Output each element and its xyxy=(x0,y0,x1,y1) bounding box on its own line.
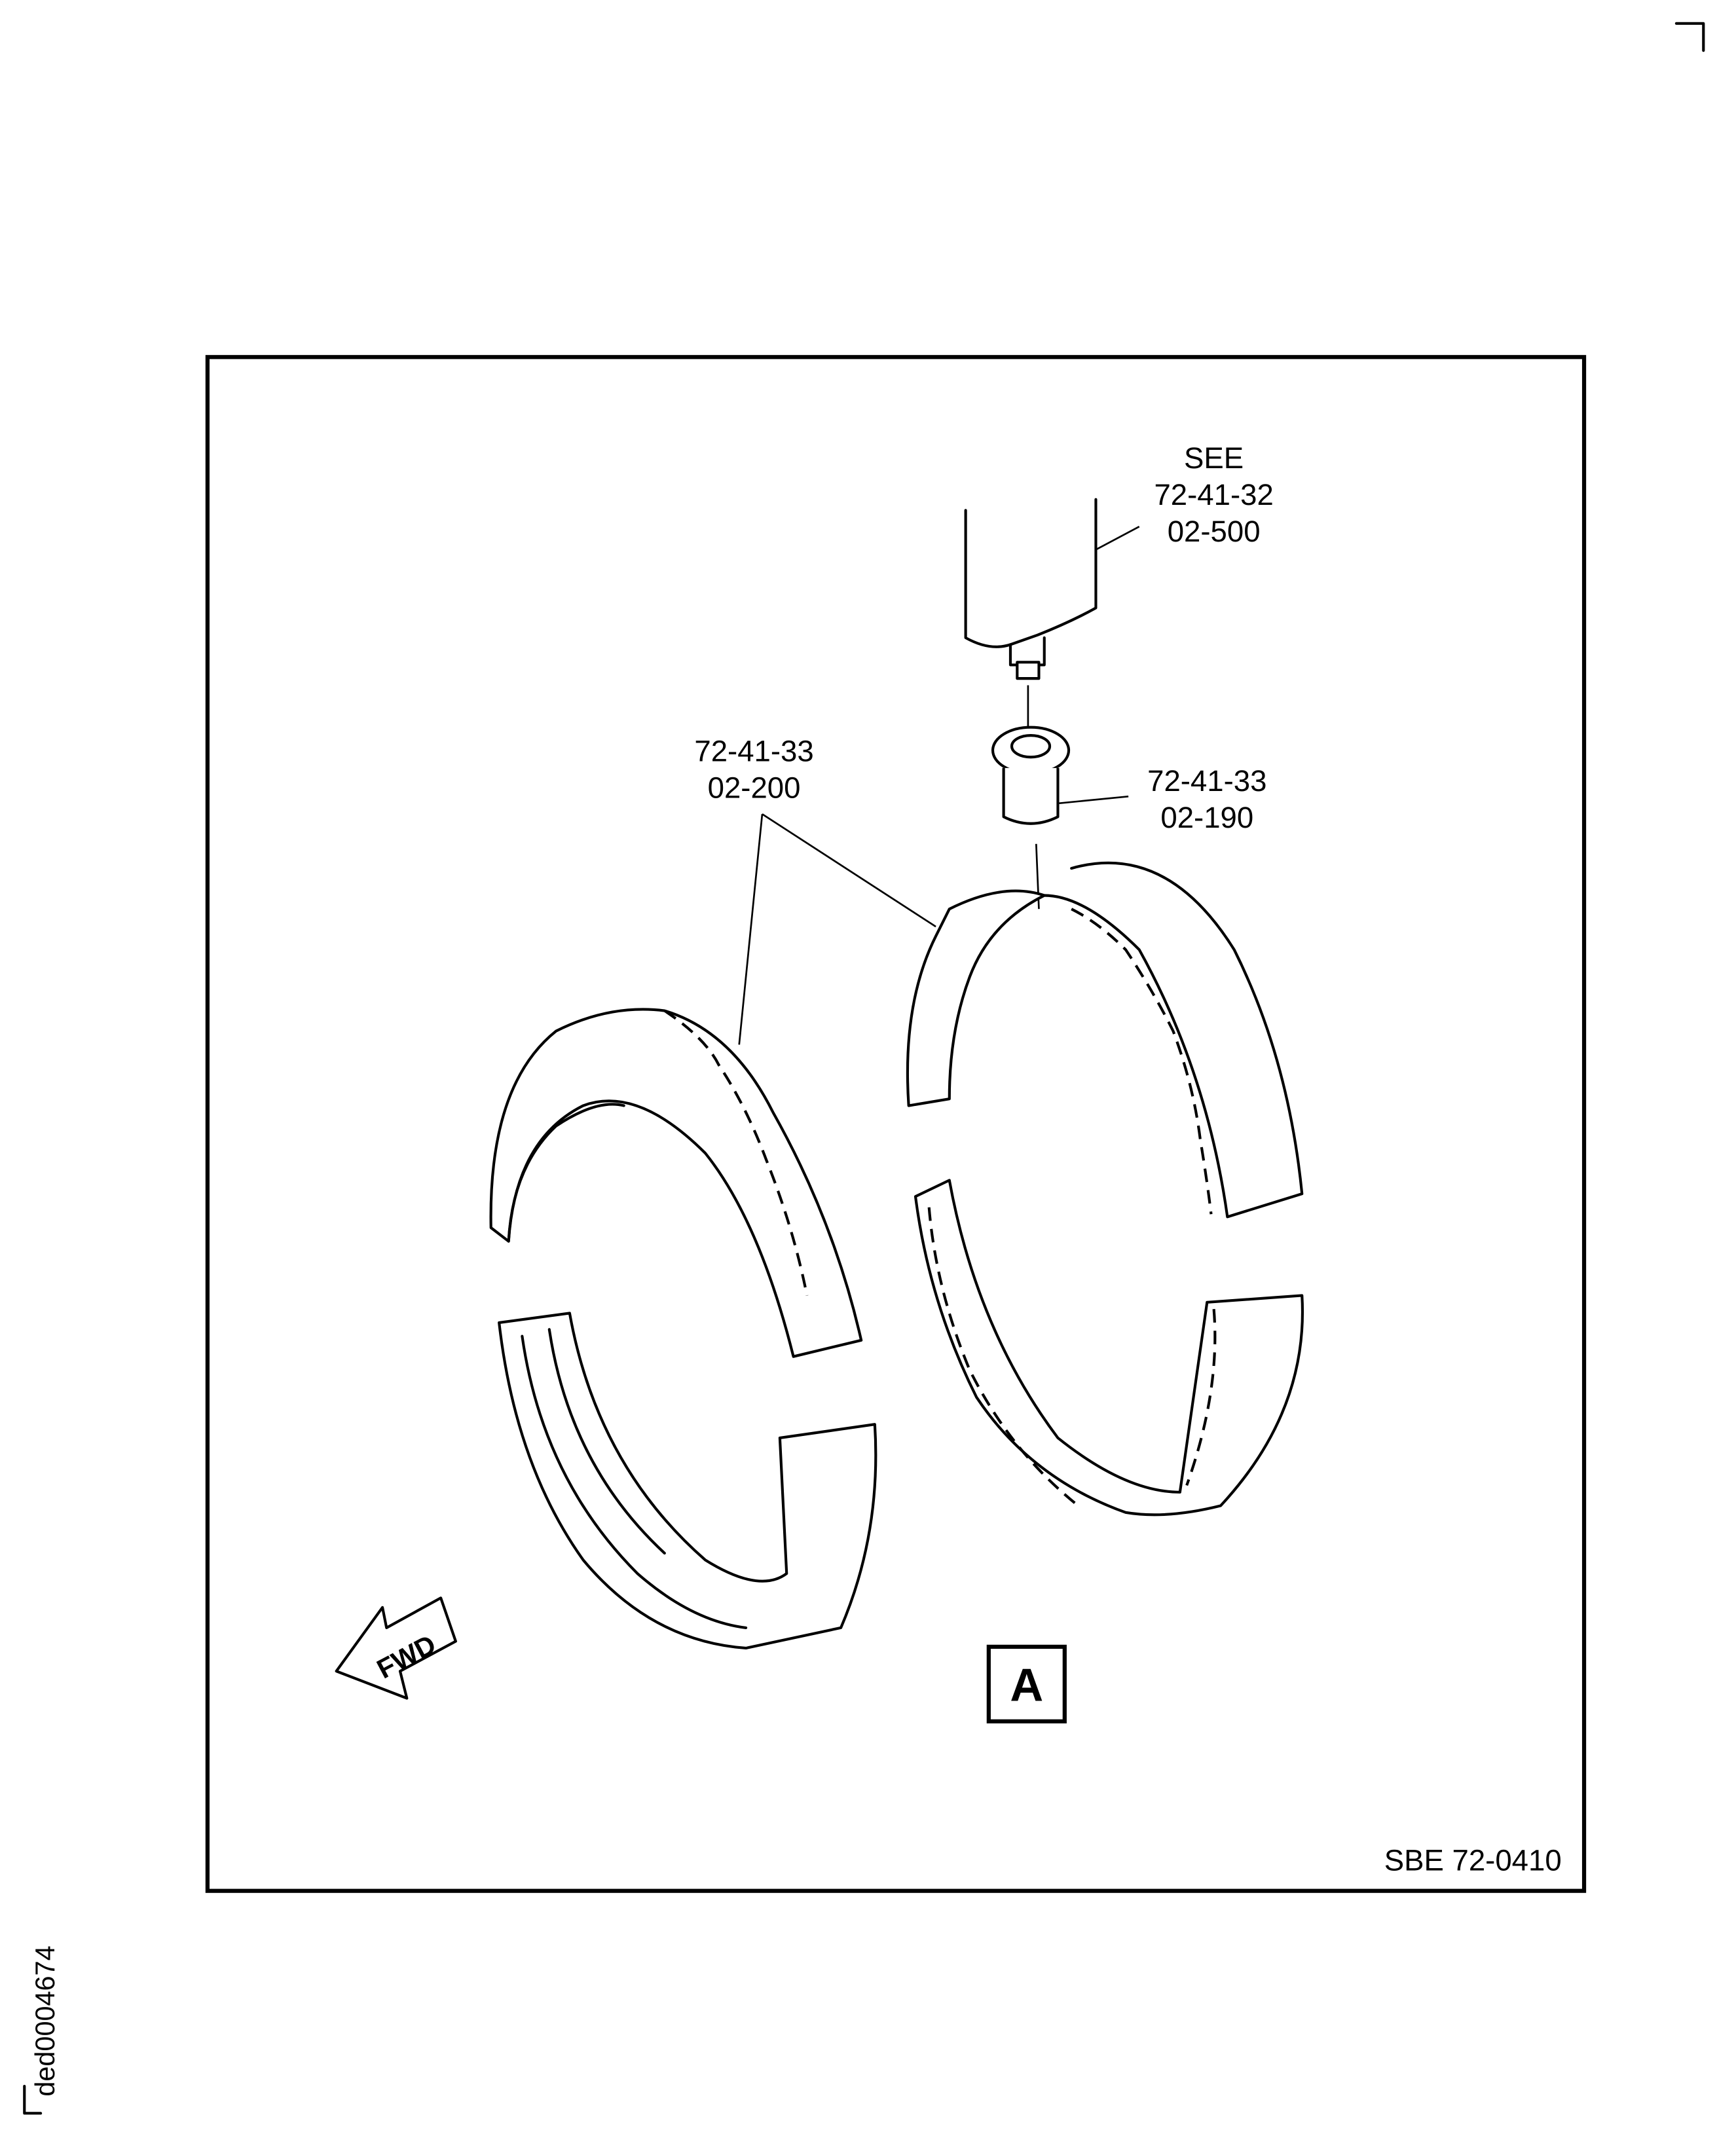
figure-frame xyxy=(205,355,1587,1893)
figure-number: SBE 72-0410 xyxy=(1384,1844,1562,1877)
upper-right-ring-segment xyxy=(906,861,1304,1219)
upper-left-ring-segment xyxy=(489,1008,863,1358)
crop-mark xyxy=(1674,22,1705,52)
see-ref-callout-line2: 72-41-32 xyxy=(1154,478,1273,511)
bushing-part xyxy=(991,726,1129,910)
bushing-callout-line2: 02-190 xyxy=(1160,801,1253,834)
actuator-part xyxy=(964,498,1140,740)
view-label-box xyxy=(986,1644,1067,1723)
forward-arrow: FWD xyxy=(335,1596,457,1700)
see-ref-callout-line1: SEE xyxy=(1184,441,1244,475)
crop-mark-bottom xyxy=(23,2084,43,2115)
segments-callout-line2: 02-200 xyxy=(708,771,801,804)
see-ref-callout-line3: 02-500 xyxy=(1168,515,1261,548)
view-label: A xyxy=(1010,1659,1043,1711)
lower-right-ring-segment xyxy=(914,1179,1304,1517)
segments-callout-line1: 72-41-33 xyxy=(694,734,813,767)
lower-left-ring-segment xyxy=(498,1312,877,1650)
segments-leader xyxy=(738,813,936,1045)
bushing-callout-line1: 72-41-33 xyxy=(1147,764,1266,798)
document-id: ded0004674 xyxy=(30,1945,60,2096)
